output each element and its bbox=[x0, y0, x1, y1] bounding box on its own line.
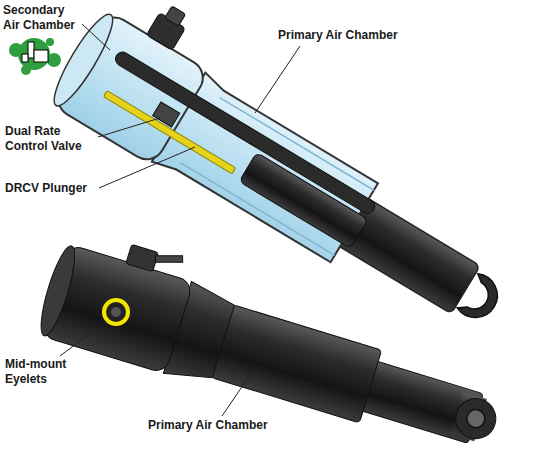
part-label: Secondary Air Chamber bbox=[3, 3, 83, 33]
watermark-icon bbox=[9, 38, 61, 75]
cutaway-shock bbox=[45, 0, 540, 354]
label-holder: Secondary Air Chamber bbox=[3, 3, 83, 33]
assembled-shock bbox=[34, 221, 515, 450]
part-label: Primary Air Chamber bbox=[148, 418, 268, 433]
part-label: Dual Rate Control Valve bbox=[5, 124, 97, 154]
label-holder: Mid-mount Eyelets bbox=[5, 357, 77, 387]
label-holder: Primary Air Chamber bbox=[278, 28, 398, 43]
leader-lines bbox=[60, 24, 300, 416]
mid-mount-eyelet bbox=[104, 300, 128, 324]
part-label: Mid-mount Eyelets bbox=[5, 357, 77, 387]
part-label: Primary Air Chamber bbox=[278, 28, 398, 43]
part-label: DRCV Plunger bbox=[5, 181, 87, 196]
label-holder: DRCV Plunger bbox=[5, 181, 87, 196]
label-holder: Primary Air Chamber bbox=[148, 418, 268, 433]
label-holder: Dual Rate Control Valve bbox=[5, 124, 97, 154]
